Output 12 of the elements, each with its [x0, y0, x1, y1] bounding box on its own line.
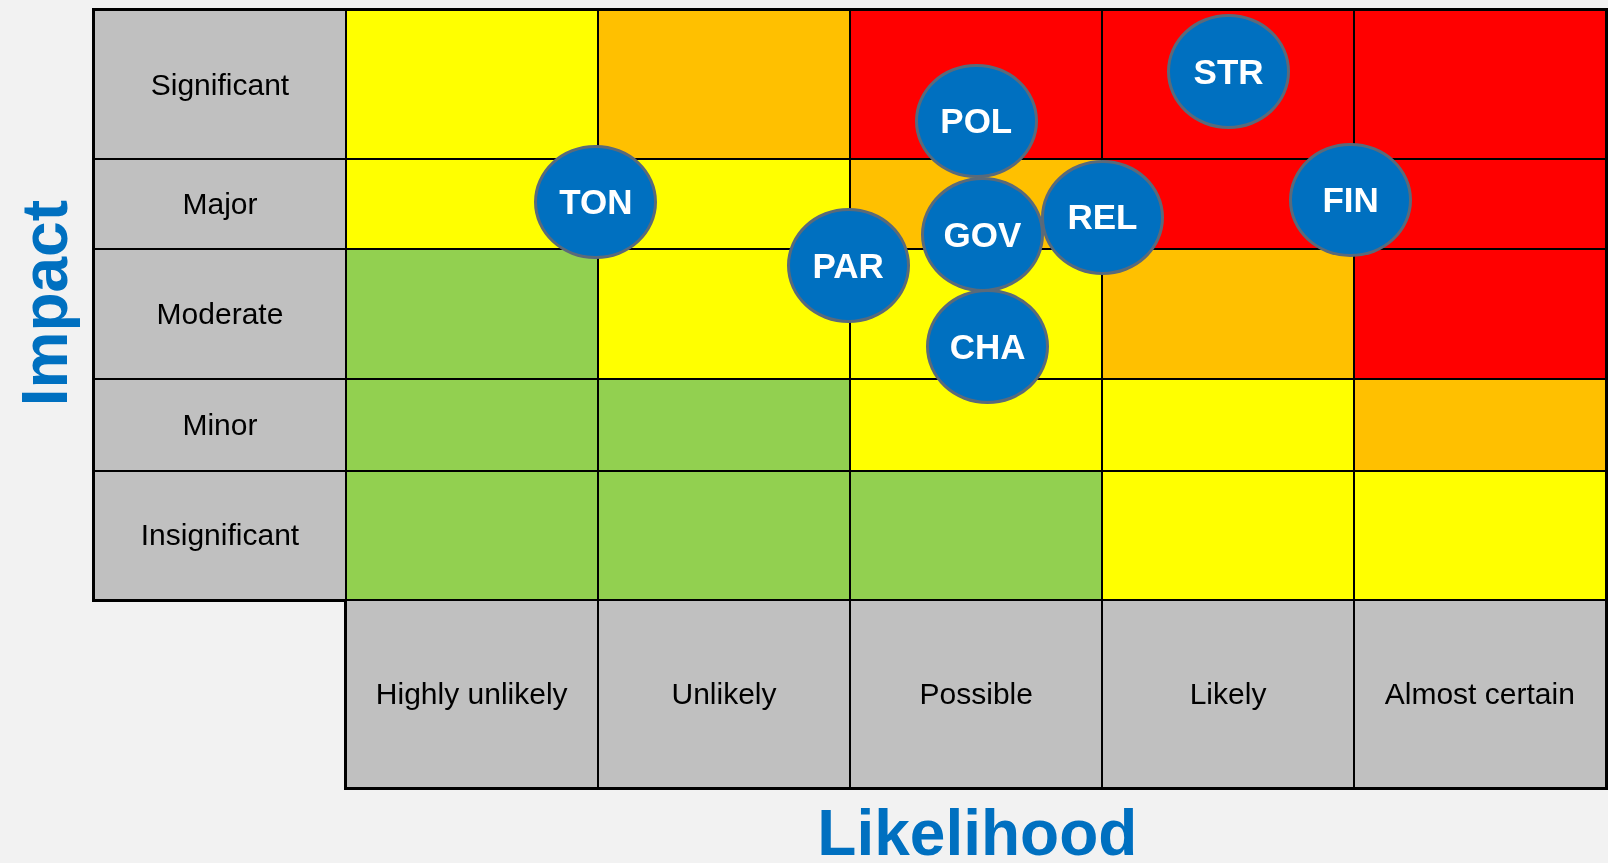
impact-level-label: Moderate: [94, 249, 346, 380]
likelihood-level-label: Almost certain: [1353, 599, 1606, 788]
axis-title: Likelihood: [817, 795, 1138, 863]
likelihood-level-label: Possible: [850, 599, 1103, 788]
axis-title: Impact: [8, 199, 83, 407]
impact-level-label: Minor: [94, 379, 346, 471]
impact-level-label: Major: [94, 158, 346, 250]
likelihood-level-label: Unlikely: [597, 599, 851, 788]
impact-level-label: Significant: [94, 10, 346, 159]
likelihood-level-label: Likely: [1102, 599, 1354, 788]
impact-level-label: Insignificant: [94, 470, 346, 600]
likelihood-level-label: Highly unlikely: [345, 599, 598, 788]
